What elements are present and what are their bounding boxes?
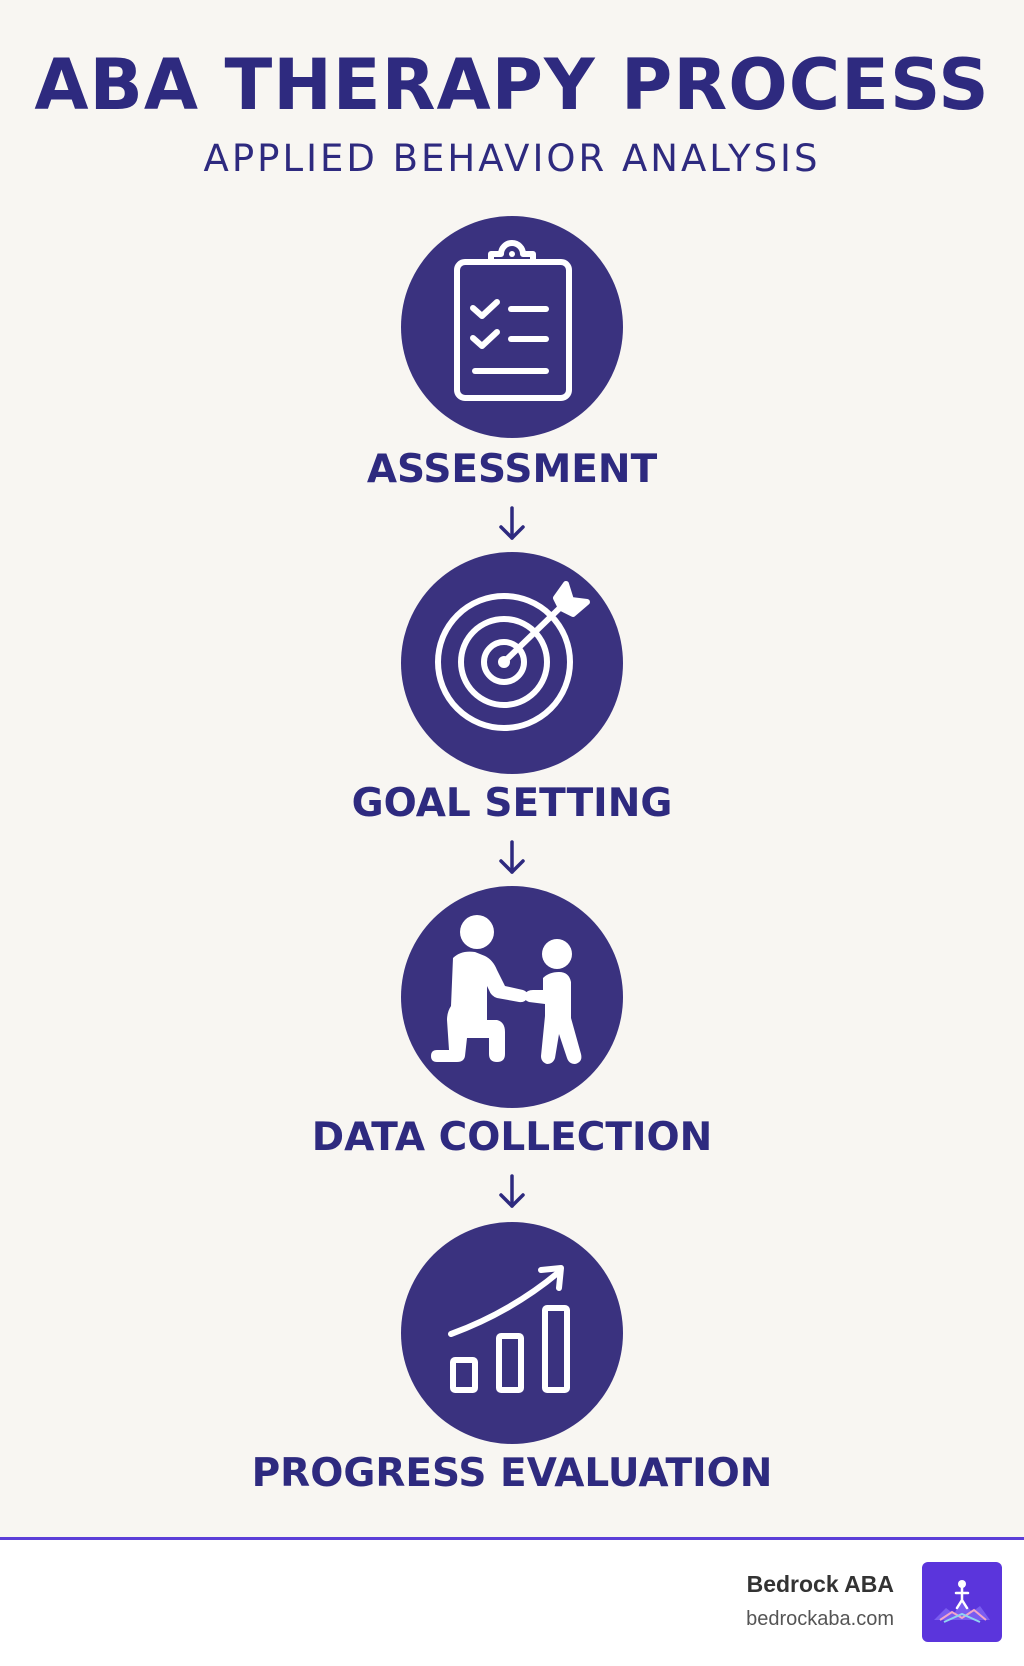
step-label-progress-evaluation: PROGRESS EVALUATION (251, 1451, 773, 1496)
footer-divider (0, 1537, 1024, 1540)
footer (0, 1540, 1024, 1666)
clipboard-checklist-icon (454, 240, 572, 401)
page-title: ABA THERAPY PROCESS (34, 44, 990, 126)
step-data-collection-circle (401, 886, 623, 1108)
bar-chart-growth-icon (448, 1265, 570, 1393)
step-assessment-circle (401, 216, 623, 438)
arrow-down-icon (499, 1174, 525, 1208)
step-progress-evaluation-circle (401, 1222, 623, 1444)
step-goal-setting-circle (401, 552, 623, 774)
step-label-assessment: ASSESSMENT (366, 447, 658, 492)
arrow-down-icon (499, 840, 525, 874)
brand-name: Bedrock ABA (746, 1571, 894, 1597)
brand-url[interactable]: bedrockaba.com (746, 1608, 894, 1630)
step-label-goal-setting: GOAL SETTING (351, 781, 673, 826)
step-label-data-collection: DATA COLLECTION (311, 1115, 713, 1160)
therapist-child-icon (431, 915, 582, 1064)
brand-logo (922, 1562, 1002, 1642)
page-subtitle: APPLIED BEHAVIOR ANALYSIS (203, 137, 821, 180)
target-arrow-icon (435, 581, 590, 731)
brand-logo-icon (934, 1580, 990, 1623)
arrow-down-icon (499, 506, 525, 540)
